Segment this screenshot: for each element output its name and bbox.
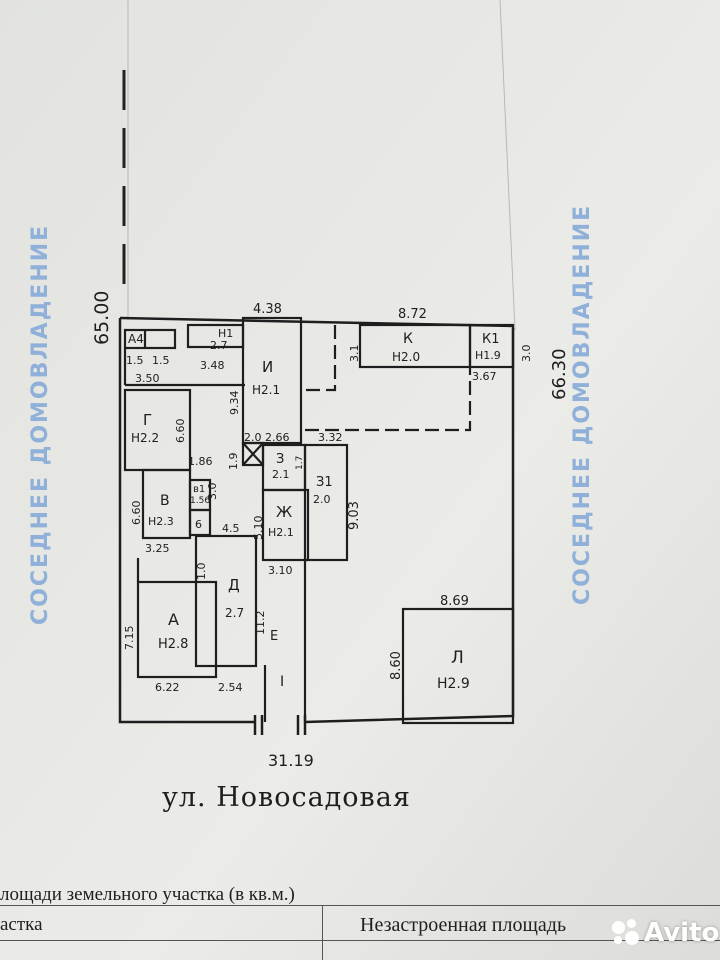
- table-header-cell: Незастроенная площадь: [360, 914, 567, 936]
- street-name: ул. Новосадовая: [162, 782, 411, 813]
- dim-top-a: 4.38: [253, 302, 282, 317]
- room-zh-letter: Ж: [276, 503, 292, 521]
- table-divider: [0, 940, 720, 941]
- room-v1-value: 1.56: [190, 496, 210, 506]
- dim-8-69: 8.69: [440, 594, 469, 609]
- avito-dots-icon: [612, 919, 640, 947]
- room-v-letter: В: [160, 493, 170, 509]
- room-v-height: Н2.3: [148, 515, 174, 528]
- dim-2-66: 2.66: [265, 431, 290, 444]
- dim-top-b: 8.72: [398, 307, 427, 322]
- dim-3-50: 3.50: [135, 372, 160, 385]
- dim-3-0b: 3.0: [520, 345, 533, 363]
- dim-left-side: 65.00: [91, 291, 113, 345]
- room-z-value: 2.1: [272, 468, 290, 481]
- room-zh-height: Н2.1: [268, 526, 294, 539]
- room-a-height: Н2.8: [158, 637, 188, 652]
- table-title: лощади земельного участка (в кв.м.): [0, 884, 295, 905]
- dim-1-9: 1.9: [227, 453, 240, 471]
- room-a-letter: А: [168, 610, 179, 629]
- room-i-height: Н2.1: [252, 383, 280, 397]
- room-g-letter: Г: [143, 411, 152, 429]
- room-z1-value: 2.0: [313, 493, 331, 506]
- avito-watermark: Avito: [612, 918, 719, 948]
- room-i-letter: И: [262, 358, 273, 376]
- dim-4-5: 4.5: [222, 522, 240, 535]
- room-n1-label: Н1: [218, 327, 233, 340]
- room-g-height: Н2.2: [131, 431, 159, 445]
- room-l-letter: Л: [451, 648, 464, 668]
- dim-7-15: 7.15: [123, 626, 136, 651]
- yard-label: I: [280, 674, 284, 690]
- dim-3-48: 3.48: [200, 359, 225, 372]
- room-e-letter: Е: [270, 629, 278, 644]
- dim-1-86: 1.86: [188, 455, 213, 468]
- dim-3-25: 3.25: [145, 542, 170, 555]
- room-a4-label: А4: [128, 332, 144, 346]
- dim-9-03: 9.03: [347, 501, 362, 530]
- room-l-height: Н2.9: [437, 676, 470, 692]
- table-column-divider: [322, 905, 323, 960]
- fold-line: [499, 0, 516, 331]
- dim-6-22: 6.22: [155, 681, 180, 694]
- dim-8-60: 8.60: [389, 651, 404, 680]
- dim-2-54: 2.54: [218, 681, 243, 694]
- room-z-letter: З: [276, 452, 284, 467]
- dim-9-34: 9.34: [228, 391, 241, 416]
- room-d-letter: Д: [228, 576, 240, 594]
- dim-5-10: 5.10: [252, 516, 265, 541]
- room-z1-letter: З1: [316, 475, 333, 490]
- dim-6: 6: [195, 518, 202, 531]
- dim-1-0: 1.0: [195, 563, 208, 581]
- dim-3-1: 3.1: [348, 345, 361, 363]
- dim-1-5b: 1.5: [152, 354, 170, 367]
- dim-1-7: 1.7: [295, 456, 305, 470]
- room-k-letter: К: [403, 331, 413, 347]
- table-divider: [0, 905, 720, 906]
- dim-3-0: 3.0: [206, 483, 219, 501]
- neighbor-label-left: СОСЕДНЕЕ ДОМОВЛАДЕНИЕ: [28, 223, 53, 625]
- dim-3-32: 3.32: [318, 431, 343, 444]
- dim-11-2: 11.2: [254, 611, 267, 636]
- room-k1-height: Н1.9: [475, 349, 501, 362]
- dim-6-60a: 6.60: [174, 419, 187, 444]
- table-header-cell: астка: [0, 914, 43, 935]
- room-d-value: 2.7: [225, 606, 244, 620]
- dim-bottom: 31.19: [268, 751, 314, 770]
- buildings: [123, 316, 515, 725]
- dim-3-10: 3.10: [268, 564, 293, 577]
- dim-2-0: 2.0: [244, 431, 262, 444]
- neighbor-label-right: СОСЕДНЕЕ ДОМОВЛАДЕНИЕ: [570, 203, 595, 605]
- room-v1-letter: в1: [193, 484, 205, 495]
- room-k-height: Н2.0: [392, 350, 420, 364]
- room-n1-value: 2.7: [210, 339, 228, 352]
- avito-wordmark: Avito: [644, 918, 720, 948]
- dim-6-60b: 6.60: [130, 501, 143, 526]
- dim-3-67: 3.67: [472, 370, 497, 383]
- dim-right-side: 66.30: [549, 348, 570, 400]
- dim-1-5: 1.5: [126, 354, 144, 367]
- room-k1-letter: К1: [482, 332, 500, 347]
